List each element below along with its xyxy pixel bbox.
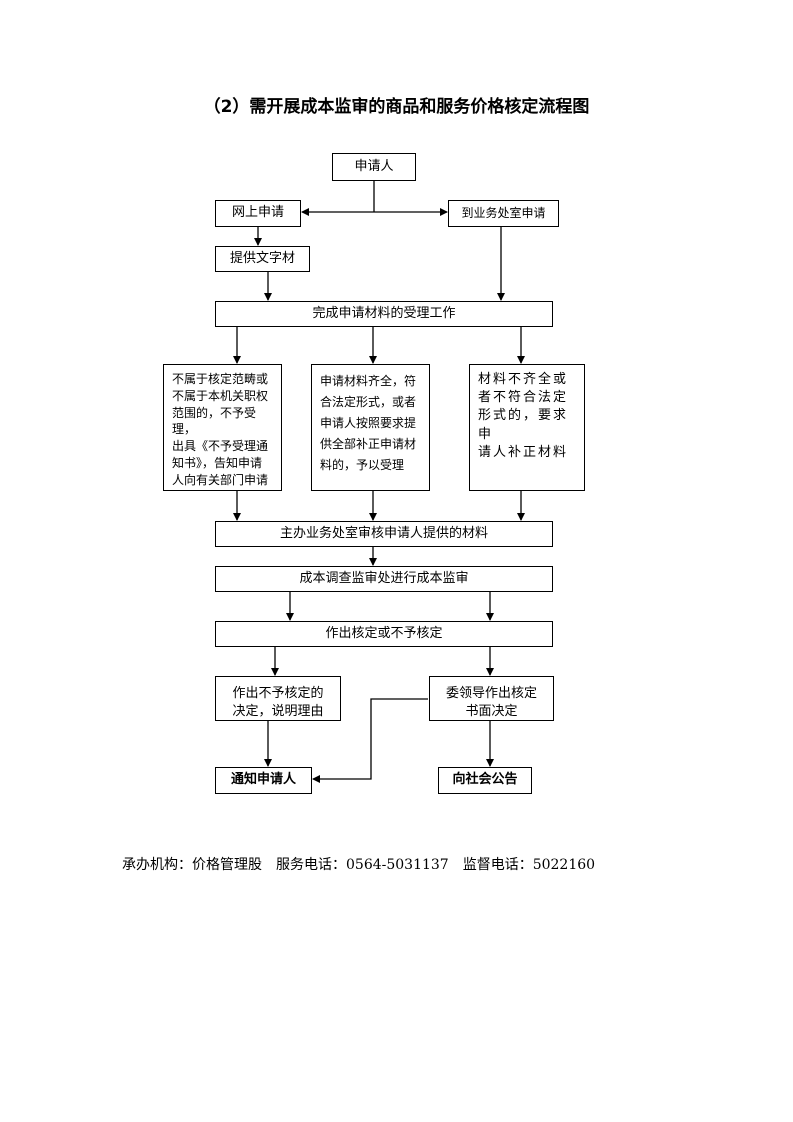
page-title: （2）需开展成本监审的商品和服务价格核定流程图	[203, 97, 590, 117]
node-committee-decision: 委领导作出核定 书面决定	[429, 676, 554, 721]
node-applicant: 申请人	[332, 153, 416, 181]
node-provide-materials: 提供文字材	[215, 246, 310, 272]
arrow-committee-notify	[312, 698, 428, 783]
node-accept: 申请材料齐全，符 合法定形式，或者 申请人按照要求提 供全部补正申请材 料的，予…	[311, 364, 430, 491]
contact-footer: 承办机构：价格管理股 服务电话：0564-5031137 监督电话：502216…	[122, 857, 596, 873]
node-office-application: 到业务处室申请	[448, 200, 559, 227]
node-no-decision: 作出不予核定的 决定，说明理由	[215, 676, 341, 721]
node-notify-applicant: 通知申请人	[215, 767, 312, 794]
node-complete-acceptance: 完成申请材料的受理工作	[215, 301, 553, 327]
node-reject-scope: 不属于核定范畴或 不属于本机关职权 范围的，不予受理， 出具《不予受理通 知书》…	[163, 364, 282, 491]
node-public-announcement: 向社会公告	[438, 767, 532, 794]
node-online-application: 网上申请	[215, 200, 301, 227]
node-incomplete: 材料不齐全或 者不符合法定 形式的，要求申 请人补正材料	[469, 364, 585, 491]
node-decision: 作出核定或不予核定	[215, 621, 553, 647]
node-review: 主办业务处室审核申请人提供的材料	[215, 521, 553, 547]
node-cost-survey: 成本调查监审处进行成本监审	[215, 566, 553, 592]
